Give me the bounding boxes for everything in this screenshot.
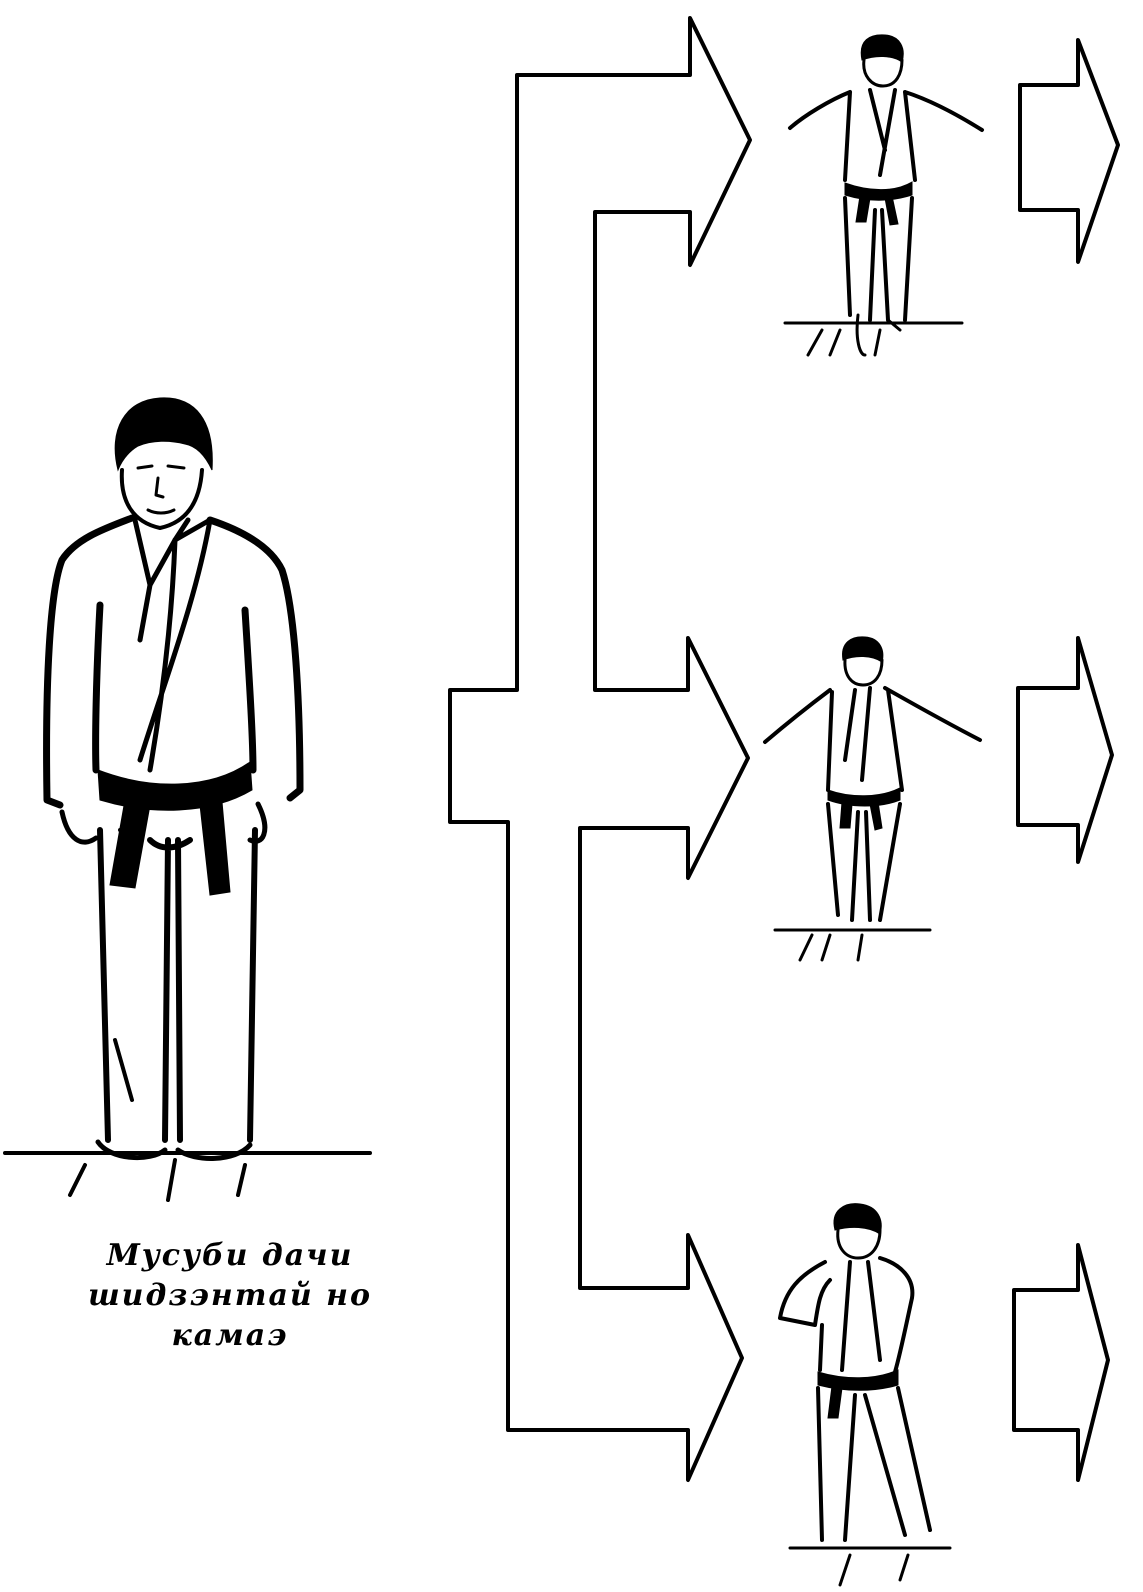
main-figure-trousers [97, 827, 258, 1143]
main-figure-hair [114, 397, 213, 472]
main-figure-jacket [43, 514, 304, 809]
caption-line-2: шидзэнтай но [87, 1278, 373, 1313]
outgoing-arrow-3 [1012, 1243, 1110, 1482]
main-figure-belt [97, 761, 253, 811]
main-figure-floor [3, 1151, 372, 1202]
outgoing-arrow-1 [1018, 38, 1120, 264]
caption-line-1: Мусуби дачи [106, 1238, 354, 1273]
outgoing-arrow-2 [1016, 636, 1114, 864]
stage-figure-2 [763, 636, 982, 962]
stage-figure-3 [778, 1203, 952, 1587]
branching-arrow-tree [448, 16, 752, 1482]
caption-line-3: камаэ [171, 1318, 289, 1353]
stance-caption: Мусуби дачи шидзэнтай но камаэ [60, 1236, 400, 1356]
main-figure-face [119, 468, 204, 530]
stage-figure-1 [783, 34, 984, 357]
main-standing-figure [3, 397, 372, 1202]
main-figure-collar [132, 517, 213, 643]
